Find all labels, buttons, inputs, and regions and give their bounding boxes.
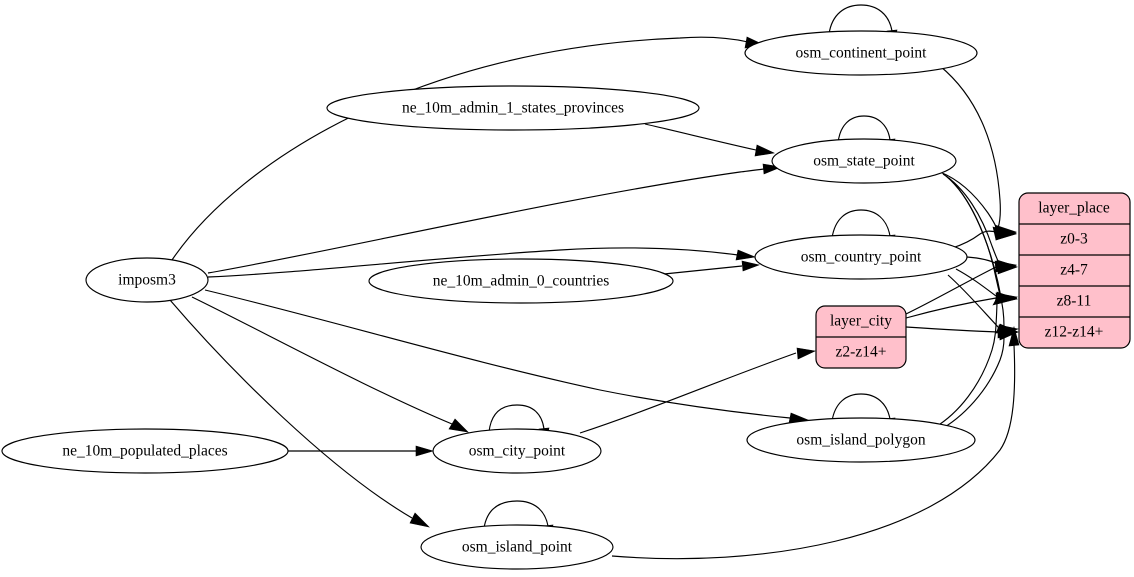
layer_place-row-z4-7[interactable]: z4-7 xyxy=(1060,262,1088,279)
node-osm_country_point-shape[interactable] xyxy=(754,234,968,280)
edge-osm_state_point-to-layer_place-z8-11 xyxy=(945,175,1001,296)
edge-osm_country_point-to-layer_place-z8-11 xyxy=(955,268,997,297)
layer_place-title: layer_place xyxy=(1038,200,1110,217)
arrowhead-osm_city_point-to-layer_city xyxy=(796,347,816,360)
arrowhead-osm_island_point-to-layer_place-z12-z14 xyxy=(1008,325,1020,347)
edge-ne_countries-to-osm_country_point xyxy=(663,265,743,275)
edge-osm_island_polygon-to-layer_place-z8-11 xyxy=(933,302,998,429)
node-imposm3-shape[interactable] xyxy=(85,257,209,303)
edge-osm_state_point-to-layer_place-z12-z14 xyxy=(948,177,1005,328)
edge-osm_country_point-to-layer_place-z0-3 xyxy=(951,230,998,249)
edge-osm_state_point-to-layer_place-z4-7 xyxy=(942,173,1000,264)
edge-osm_island_polygon-to-layer_place-z12-z14 xyxy=(937,337,1005,432)
node-osm_continent_point[interactable]: osm_continent_point xyxy=(744,30,978,76)
edge-imposm3-to-osm_country_point xyxy=(207,247,739,278)
node-ne_10m_populated_places[interactable]: ne_10m_populated_places xyxy=(1,428,289,474)
edge-imposm3-to-osm_state_point xyxy=(207,168,765,274)
layer_city-title: layer_city xyxy=(830,313,892,330)
node-osm_island_polygon[interactable]: osm_island_polygon xyxy=(746,417,976,463)
edge-ne_states-to-osm_state_point xyxy=(644,123,757,151)
node-osm_island_polygon-shape[interactable] xyxy=(746,417,976,463)
arrowhead-ne_states-to-osm_state_point xyxy=(754,144,776,157)
node-ne_countries-label: ne_10m_admin_0_countries xyxy=(433,273,610,290)
node-ne_10m_admin_1_states_provinces[interactable]: ne_10m_admin_1_states_provinces xyxy=(326,85,700,131)
selfloop-osm_island_polygon xyxy=(831,393,891,422)
node-ne_10m_admin_0_countries[interactable]: ne_10m_admin_0_countries xyxy=(368,258,674,304)
arrowhead-ne_populated-to-osm_city_point xyxy=(415,445,435,457)
node-osm_island_point-shape[interactable] xyxy=(420,524,614,570)
arrowhead-imposm3-to-osm_city_point xyxy=(448,418,469,433)
node-imposm3-label: imposm3 xyxy=(118,272,176,289)
edge-layer_city-to-layer_place-z12-z14 xyxy=(905,326,999,333)
arrowhead-imposm3-to-osm_island_point xyxy=(409,512,430,528)
node-osm_city_point[interactable]: osm_city_point xyxy=(432,428,602,474)
edge-layer_city-to-layer_place-z4-7 xyxy=(905,266,997,315)
node-ne_states-shape[interactable] xyxy=(326,85,700,131)
selfloop-osm_state_point xyxy=(837,115,891,144)
node-layer: imposm3 ne_10m_admin_1_states_provinces … xyxy=(1,30,1131,570)
node-osm_city_point-shape[interactable] xyxy=(432,428,602,474)
arrowhead-imposm3-to-osm_country_point xyxy=(735,249,757,261)
selfloop-osm_island_point xyxy=(483,500,549,529)
node-ne_countries-shape[interactable] xyxy=(368,258,674,304)
arrowhead-osm_country_point-to-layer_place-z0-3-c xyxy=(995,227,1018,241)
edge-imposm3-to-osm_city_point xyxy=(191,296,453,425)
edge-osm_city_point-to-layer_city xyxy=(579,352,797,434)
node-osm_island_polygon-label: osm_island_polygon xyxy=(796,432,925,449)
node-osm_country_point-label: osm_country_point xyxy=(801,249,922,266)
layer_place-row-z0-3[interactable]: z0-3 xyxy=(1060,231,1088,248)
edge-imposm3-to-osm_island_point xyxy=(169,299,413,519)
edge-osm_state_point-to-layer_place-z0-3 xyxy=(939,171,998,230)
node-imposm3[interactable]: imposm3 xyxy=(85,257,209,303)
node-osm_state_point[interactable]: osm_state_point xyxy=(771,138,957,184)
node-osm_island_point[interactable]: osm_island_point xyxy=(420,524,614,570)
node-ne_populated-label: ne_10m_populated_places xyxy=(62,443,227,460)
node-osm_island_point-label: osm_island_point xyxy=(462,539,573,556)
edge-osm_continent_point-to-layer_place-z0-3 xyxy=(939,65,1001,229)
arrowhead-ne_countries-to-osm_country_point xyxy=(741,260,761,272)
node-ne_states-label: ne_10m_admin_1_states_provinces xyxy=(402,100,624,117)
selfloop-osm_country_point xyxy=(831,209,891,239)
edge-imposm3-to-osm_continent_point xyxy=(171,36,749,261)
layer_place-row-z8-11[interactable]: z8-11 xyxy=(1057,293,1092,310)
selfloop-osm_continent_point xyxy=(828,4,893,35)
node-layer_city[interactable]: layer_city z2-z14+ xyxy=(815,305,907,369)
arrowhead-osm_island_polygon-to-layer_place-z8-11 xyxy=(992,295,1018,306)
edge-osm_island_point-to-layer_place-z12-z14 xyxy=(611,344,1016,560)
arrowhead-layer_city-to-layer_place-z4-7 xyxy=(997,262,1019,275)
layer_place-box[interactable] xyxy=(1018,192,1131,349)
node-osm_country_point[interactable]: osm_country_point xyxy=(754,234,968,280)
node-layer_place[interactable]: layer_place z0-3 z4-7 z8-11 z12-z14+ xyxy=(1018,192,1131,349)
layer_city-row-z2-z14[interactable]: z2-z14+ xyxy=(836,344,887,361)
node-osm_state_point-label: osm_state_point xyxy=(813,153,915,170)
edge-layer_city-to-layer_place-z8-11 xyxy=(905,297,997,319)
node-osm_city_point-label: osm_city_point xyxy=(469,443,566,460)
edge-osm_country_point-to-layer_place-z4-7 xyxy=(966,256,998,265)
node-osm_continent_point-shape[interactable] xyxy=(744,30,978,76)
node-osm_state_point-shape[interactable] xyxy=(771,138,957,184)
node-ne_populated-shape[interactable] xyxy=(1,428,289,474)
node-osm_continent_point-label: osm_continent_point xyxy=(796,45,928,62)
edge-imposm3-to-osm_island_polygon xyxy=(204,289,791,419)
layer_place-row-z12-z14[interactable]: z12-z14+ xyxy=(1045,324,1104,341)
selfloop-osm_city_point xyxy=(488,404,545,433)
